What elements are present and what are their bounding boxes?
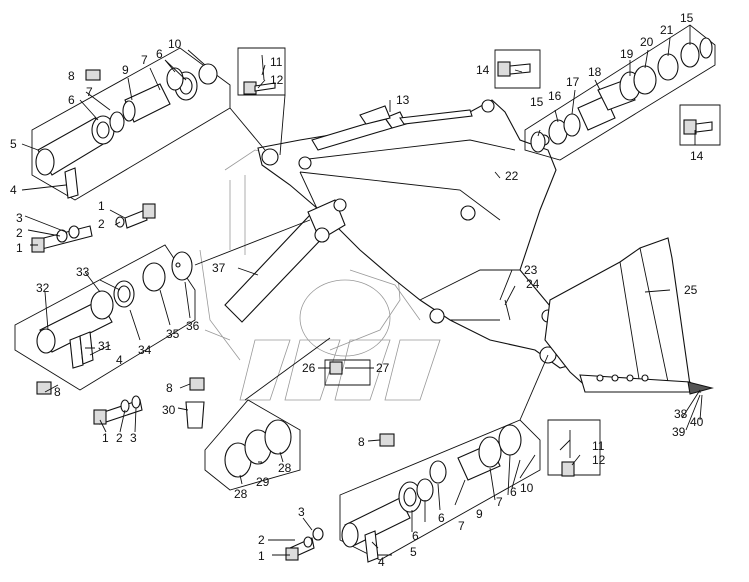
label-16: 16 [548, 89, 562, 103]
seal-group [185, 337, 331, 491]
hydraulic-cylinder-13 [311, 105, 473, 151]
label-28-b: 28 [278, 461, 292, 475]
label-13: 13 [396, 93, 410, 107]
label-31: 31 [98, 339, 112, 353]
label-12-a: 12 [270, 73, 284, 87]
label-5-b: 5 [410, 545, 417, 559]
label-17: 17 [566, 75, 580, 89]
label-6-c: 6 [510, 485, 517, 499]
label-29: 29 [256, 475, 270, 489]
middle-left-pin-group [14, 203, 311, 425]
label-15-a: 15 [530, 95, 544, 109]
label-39: 39 [672, 425, 686, 439]
label-19: 19 [620, 47, 634, 61]
label-8-a: 8 [68, 69, 75, 83]
label-28-a: 28 [234, 487, 248, 501]
label-3-d: 3 [298, 505, 305, 519]
bucket-25 [544, 237, 714, 395]
lift-cylinder-37 [224, 198, 347, 323]
label-4-b: 4 [116, 353, 123, 367]
label-4-a: 4 [10, 183, 17, 197]
top-left-pin-group [31, 47, 286, 253]
label-38: 38 [674, 407, 688, 421]
label-3-a: 3 [16, 211, 23, 225]
label-30: 30 [162, 403, 176, 417]
label-32: 32 [36, 281, 50, 295]
label-7-c: 7 [496, 495, 503, 509]
label-1-c: 1 [102, 431, 109, 445]
label-2-b: 2 [98, 217, 105, 231]
part-number-labels: 5 4 3 2 1 1 2 8 6 7 9 7 6 10 11 12 13 14… [10, 11, 704, 569]
label-6-e: 6 [412, 529, 419, 543]
label-35: 35 [166, 327, 180, 341]
label-4-c: 4 [378, 555, 385, 569]
label-2-d: 2 [258, 533, 265, 547]
label-7-a: 7 [86, 85, 93, 99]
label-11-a: 11 [270, 55, 283, 69]
label-15-b: 15 [680, 11, 694, 25]
label-18: 18 [588, 65, 602, 79]
label-1-d: 1 [258, 549, 265, 563]
label-2-a: 2 [16, 226, 23, 240]
label-33: 33 [76, 265, 90, 279]
label-36: 36 [186, 319, 200, 333]
label-1-b: 1 [98, 199, 105, 213]
label-10-b: 10 [520, 481, 534, 495]
label-9-a: 9 [122, 63, 129, 77]
label-8-d: 8 [358, 435, 365, 449]
background-grid-marks [239, 339, 441, 401]
label-20: 20 [640, 35, 654, 49]
label-6-d: 6 [438, 511, 445, 525]
leader-lines [21, 25, 703, 556]
label-6-a: 6 [68, 93, 75, 107]
label-2-c: 2 [116, 431, 123, 445]
label-12-b: 12 [592, 453, 606, 467]
label-23: 23 [524, 263, 538, 277]
label-27: 27 [376, 361, 390, 375]
label-10-a: 10 [168, 37, 182, 51]
label-37: 37 [212, 261, 226, 275]
label-25: 25 [684, 283, 698, 297]
label-7-d: 7 [458, 519, 465, 533]
label-21: 21 [660, 23, 674, 37]
label-22: 22 [505, 169, 519, 183]
label-14-a: 14 [476, 63, 490, 77]
label-11-b: 11 [592, 439, 605, 453]
bottom-right-pin-group [285, 354, 601, 563]
label-40: 40 [690, 415, 704, 429]
label-1-a: 1 [16, 241, 23, 255]
label-3-c: 3 [130, 431, 137, 445]
label-34: 34 [138, 343, 152, 357]
label-7-b: 7 [141, 53, 148, 67]
label-6-b: 6 [156, 47, 163, 61]
label-14-b: 14 [690, 149, 704, 163]
label-8-c: 8 [166, 381, 173, 395]
top-right-pin-group [494, 24, 721, 161]
label-5-a: 5 [10, 137, 17, 151]
label-8-b: 8 [54, 385, 61, 399]
label-24: 24 [526, 277, 540, 291]
label-26: 26 [302, 361, 316, 375]
label-9-b: 9 [476, 507, 483, 521]
